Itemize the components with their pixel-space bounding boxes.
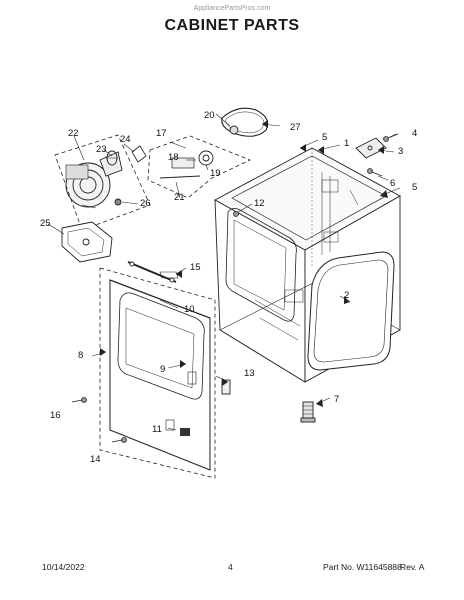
callout-7: 7 [334,394,339,405]
callout-numbers: 1 2 3 4 5 5 6 7 8 9 10 11 12 13 14 15 16… [40,110,417,465]
bracket-drawing [131,145,147,163]
callout-14: 14 [90,454,101,465]
belt-drawing [221,107,269,137]
watermark: AppliancePartsPros.com [193,5,271,12]
callout-16: 16 [50,410,61,421]
leveling-leg-drawing [300,401,316,423]
top-rail-drawing [127,261,179,283]
callout-2: 2 [344,290,349,301]
callout-1: 1 [344,138,349,149]
callout-18: 18 [168,152,179,163]
front-panel-dashed-outline [99,267,216,479]
pulley-drawing [106,150,118,166]
page-title: CABINET PARTS [164,17,300,34]
bumper-drawing [229,125,239,135]
mount-bracket-drawing [61,221,113,263]
callout-20: 20 [204,110,215,121]
callout-19: 19 [210,168,221,179]
arrowheads [100,120,388,407]
motor-drawing [65,151,123,209]
callout-23: 23 [96,144,107,155]
side-panel-drawing [307,251,395,371]
callout-4: 4 [412,128,417,139]
callout-21: 21 [174,192,185,203]
footer-revision: Rev. A [400,562,425,572]
callout-6: 6 [390,178,395,189]
callout-10: 10 [184,304,195,315]
callout-3: 3 [398,146,403,157]
callout-26: 26 [140,198,151,209]
clip-drawing [114,198,122,206]
callout-5a: 5 [322,132,327,143]
callout-17: 17 [156,128,167,139]
screws-drawing [71,133,399,443]
front-panel-drawing [109,279,211,471]
footer-date: 10/14/2022 [42,562,85,572]
callout-8: 8 [78,350,83,361]
callout-27: 27 [290,122,301,133]
callout-9: 9 [160,364,165,375]
callout-11: 11 [152,424,162,435]
footer-page-number: 4 [228,562,233,572]
hinge-drawing [221,379,231,395]
motor-dashed-outline [54,134,151,231]
callout-13: 13 [244,368,255,379]
callout-15: 15 [190,262,201,273]
callout-5b: 5 [412,182,417,193]
callout-12: 12 [254,198,265,209]
footer-part-number: Part No. W11645888 [323,562,402,572]
idler-dashed-outline [147,135,251,199]
callout-25: 25 [40,218,51,229]
callout-24: 24 [120,134,131,145]
top-bracket-drawing [355,137,387,159]
callout-22: 22 [68,128,79,139]
